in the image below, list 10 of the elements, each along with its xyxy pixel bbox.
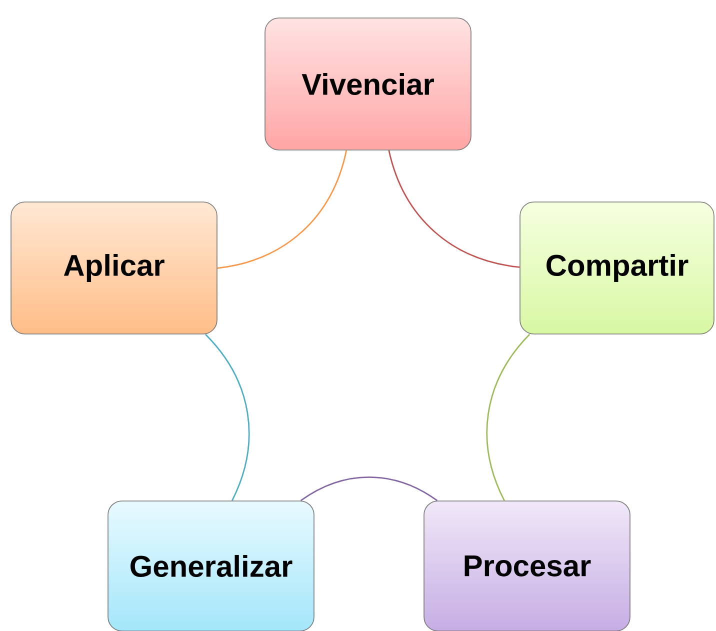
process-box: Procesar <box>424 500 630 631</box>
connector-arc <box>217 150 348 269</box>
process-box: Compartir <box>520 202 714 334</box>
connector-arc <box>300 476 438 502</box>
process-box: Vivenciar <box>264 18 472 150</box>
connector-arc <box>388 150 520 268</box>
process-box: Generalizar <box>108 500 314 631</box>
connector-arc <box>486 334 530 501</box>
connector-arc <box>204 334 250 501</box>
process-box: Aplicar <box>10 202 218 334</box>
